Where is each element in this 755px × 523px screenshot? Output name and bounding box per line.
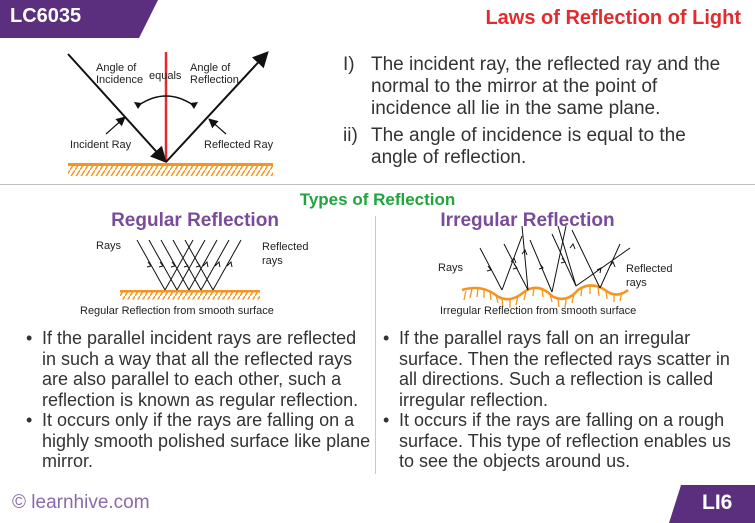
irregular-reflection-diagram [461,226,631,309]
reflected-ray [165,51,269,163]
regular-rays-label: Rays [96,240,122,252]
angle-of-incidence-label: Angle of Incidence [96,62,144,86]
angle-of-reflection-label: Angle of Reflection [190,62,239,86]
regular-reflection-diagram [120,239,260,300]
law-1-number: I) [343,54,355,75]
law-1: I) The incident ray, the reflected ray a… [343,54,743,120]
incident-ray-label: Incident Ray [70,139,132,151]
law-2-number: ii) [343,125,358,146]
law-2: ii) The angle of incidence is equal to t… [343,125,743,171]
law-2-text: The angle of incidence is equal to the a… [371,125,686,168]
irregular-rays-label: Rays [438,262,464,274]
regular-bullet-1: •If the parallel incident rays are refle… [26,328,359,410]
incident-pointer [105,116,126,135]
irregular-bullet-2: •It occurs if the rays are falling on a … [383,410,731,471]
regular-bullets: •If the parallel incident rays are refle… [26,328,371,472]
reflected-pointer [208,118,227,135]
mirror-surface [68,163,273,166]
footer-site: © learnhive.com [12,492,150,513]
header-code-tab [0,0,158,38]
lesson-code: LC6035 [10,5,82,27]
incident-ray [67,53,167,163]
page-title: Laws of Reflection of Light [485,7,741,29]
regular-caption: Regular Reflection from smooth surface [80,305,274,317]
regular-reflection-title: Regular Reflection [111,210,279,231]
irregular-reflection-title: Irregular Reflection [440,210,615,231]
irregular-bullet-1: •If the parallel rays fall on an irregul… [383,328,730,410]
reflected-ray-label: Reflected Ray [204,139,274,151]
mirror-hatching [68,166,273,176]
law-1-text: The incident ray, the reflected ray and … [371,54,721,119]
irregular-reflected-label: Reflected rays [626,263,673,289]
types-title: Types of Reflection [299,190,456,209]
equals-label: equals [149,70,182,82]
regular-bullet-2: •It occurs only if the rays are falling … [26,410,371,471]
irregular-caption: Irregular Reflection from smooth surface [440,305,637,317]
irregular-bullets: •If the parallel rays fall on an irregul… [383,328,733,472]
angle-arc [138,95,194,106]
column-divider [375,216,376,474]
regular-reflected-label: Reflected rays [262,241,309,267]
section-divider [0,184,755,185]
footer-code: LI6 [702,491,733,514]
rough-surface [461,284,629,301]
law-of-reflection-diagram [67,51,273,176]
footer-code-tab [669,485,755,523]
